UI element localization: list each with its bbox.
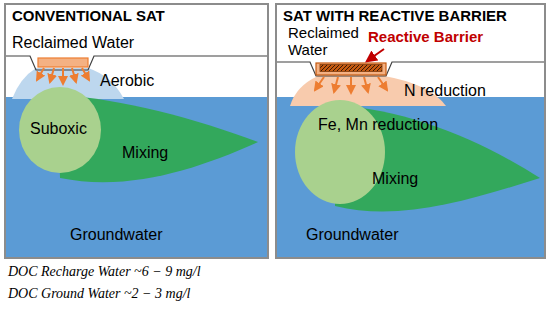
infiltration-arrow (350, 77, 352, 93)
water-label: Reclaimed Water (288, 24, 368, 59)
mixing-plume-fill (335, 105, 540, 211)
callout-label: Reactive Barrier (368, 28, 483, 45)
infiltration-arrow (334, 77, 338, 92)
groundwater-body-fill (277, 97, 544, 257)
infiltration-arrow (378, 77, 387, 90)
groundwater-body-fill (6, 97, 267, 257)
reactive-barrier (320, 65, 382, 72)
zone-label: N reduction (404, 82, 486, 100)
infiltration-arrow (50, 68, 54, 82)
zone-label: Groundwater (70, 226, 163, 244)
spreading-basin (316, 63, 386, 75)
fe-mn-reduction-zone-fill (295, 100, 385, 204)
aerobic-zone: Aerobic (12, 68, 158, 100)
zone-label: Suboxic (30, 120, 87, 138)
infiltration-arrows (37, 68, 89, 84)
note-text: DOC Ground Water ~2 − 3 mg/l (8, 284, 190, 302)
suboxic-zone-fill (19, 87, 101, 173)
infiltration-arrow (72, 68, 76, 82)
panel-title: CONVENTIONAL SAT (12, 7, 165, 24)
zone-label: Mixing (372, 170, 418, 188)
fe-mn-reduction-zone: Fe, Mn reduction (295, 100, 442, 204)
zone-label: Aerobic (100, 72, 154, 90)
leader-arrow (367, 49, 384, 61)
infiltration-arrow (315, 77, 324, 90)
infiltration-arrow (82, 68, 89, 80)
water-label: Reclaimed Water (12, 34, 134, 52)
zone-label: Groundwater (306, 226, 399, 244)
note-text: DOC Ground Water ~2 − 3 mg/l (8, 286, 190, 302)
infiltration-arrow (62, 68, 64, 84)
mixing-plume-fill (58, 95, 258, 182)
infiltration-arrow (364, 77, 368, 92)
callout-label: Reactive Barrier (368, 28, 483, 46)
note-text: DOC Recharge Water ~6 − 9 mg/l (8, 264, 201, 280)
spreading-basin (38, 58, 88, 67)
panel-title: SAT WITH REACTIVE BARRIER (283, 7, 507, 24)
zone-label: Mixing (122, 144, 168, 162)
water-label: Reclaimed Water (12, 34, 134, 52)
ground-surface (275, 62, 546, 76)
zone-label: Fe, Mn reduction (318, 116, 438, 134)
water-label: Reclaimed Water (288, 24, 368, 59)
n-reduction-zone: N reduction (290, 76, 490, 106)
mixing-plume: Mixing (58, 95, 258, 195)
infiltration-arrows (315, 77, 387, 93)
note-text: DOC Recharge Water ~6 − 9 mg/l (8, 262, 201, 280)
infiltration-arrow (37, 68, 44, 80)
suboxic-zone: Suboxic (19, 87, 101, 173)
